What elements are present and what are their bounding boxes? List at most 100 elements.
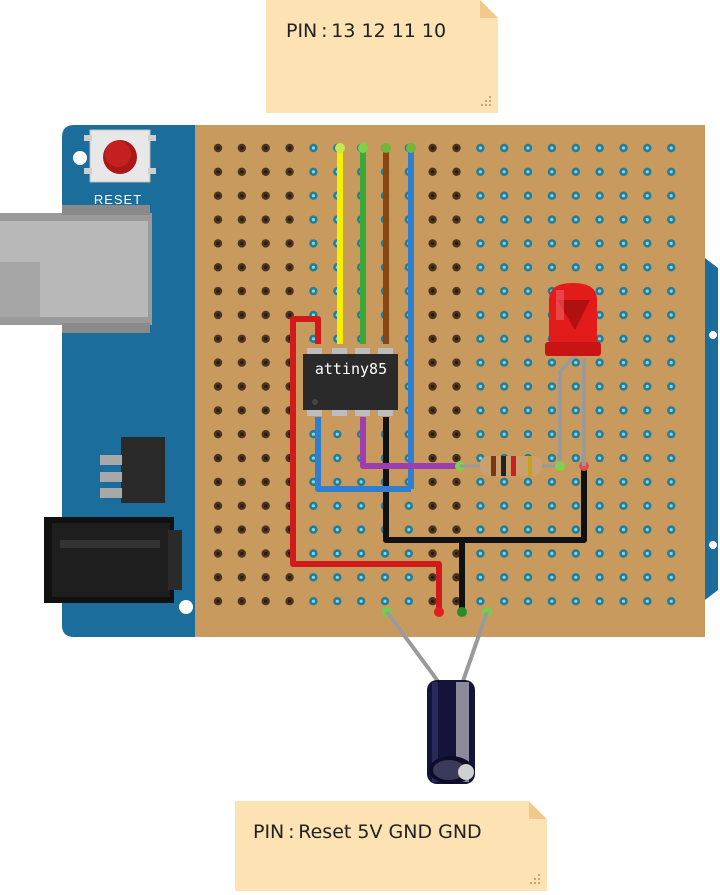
perfboard-hole-center — [216, 218, 220, 222]
perfboard-hole-center — [264, 551, 268, 556]
mounting-hole — [709, 331, 717, 339]
perfboard-hole-center — [502, 146, 506, 150]
perfboard-hole-center — [598, 194, 602, 198]
perfboard-hole-center — [240, 170, 244, 174]
perfboard-hole-center — [216, 361, 220, 365]
mounting-hole — [179, 600, 193, 614]
perfboard-hole-center — [550, 504, 554, 508]
perfboard-hole-center — [288, 146, 292, 150]
perfboard-hole-center — [621, 265, 626, 269]
perfboard-hole-center — [478, 313, 482, 317]
perfboard-hole-center — [288, 599, 292, 603]
perfboard-hole-center — [598, 289, 602, 293]
perfboard-hole-center — [598, 480, 602, 484]
perfboard-hole-center — [669, 432, 673, 436]
perfboard-hole-center — [240, 146, 244, 150]
perfboard-hole-center — [454, 361, 459, 365]
perfboard-hole-center — [240, 384, 244, 389]
perfboard-hole-center — [311, 551, 315, 556]
perfboard-hole-center — [502, 528, 506, 532]
perfboard-hole-center — [645, 504, 649, 508]
perfboard-hole-center — [216, 384, 220, 389]
perfboard-hole-center — [550, 361, 554, 365]
perfboard-hole-center — [216, 528, 220, 532]
perfboard-hole-center — [550, 170, 554, 174]
perfboard-hole-center — [311, 170, 315, 174]
perfboard-hole-center — [526, 265, 530, 269]
perfboard-hole-center — [311, 337, 315, 341]
perfboard-hole-center — [598, 432, 602, 436]
red-wire — [290, 316, 442, 612]
perfboard-hole-center — [574, 194, 578, 198]
dc-power-jack — [44, 517, 182, 603]
perfboard-hole-center — [502, 289, 506, 293]
perfboard-hole-center — [264, 575, 268, 579]
reset-button[interactable] — [84, 129, 156, 183]
perfboard-hole-center — [335, 480, 339, 484]
perfboard-hole-center — [431, 432, 435, 436]
perfboard-hole-center — [550, 241, 554, 245]
perfboard-hole-center — [311, 456, 315, 460]
perfboard-hole-center — [621, 528, 626, 532]
perfboard-hole-center — [574, 146, 578, 150]
perfboard-hole-center — [431, 528, 435, 532]
perfboard-hole-center — [264, 170, 268, 174]
perfboard-hole-center — [645, 551, 649, 556]
perfboard-hole-center — [669, 408, 673, 412]
perfboard-hole-center — [502, 218, 506, 222]
perfboard-hole-center — [454, 337, 459, 341]
perfboard-hole-center — [264, 432, 268, 436]
perfboard-hole-center — [526, 504, 530, 508]
perfboard-hole-center — [669, 241, 673, 245]
perfboard-hole-center — [669, 289, 673, 293]
voltage-regulator — [100, 437, 165, 503]
perfboard-hole-center — [383, 575, 387, 579]
electrolytic-capacitor — [385, 610, 489, 784]
perfboard-hole-center — [621, 551, 626, 556]
perfboard-hole-center — [669, 337, 673, 341]
perfboard-hole-center — [478, 241, 482, 245]
perfboard-hole-center — [454, 528, 459, 532]
perfboard-hole-center — [311, 480, 315, 484]
perfboard-hole-center — [431, 194, 435, 198]
perfboard-hole-center — [574, 432, 578, 436]
perfboard-hole-center — [478, 170, 482, 174]
perfboard-hole-center — [645, 146, 649, 150]
perfboard-hole-center — [311, 241, 315, 245]
perfboard-hole-center — [216, 432, 220, 436]
perfboard-hole-center — [240, 313, 244, 317]
perfboard-hole-center — [598, 456, 602, 460]
reset-label: RESET — [94, 192, 142, 207]
perfboard-hole-center — [431, 241, 435, 245]
perfboard-hole-center — [359, 551, 363, 556]
perfboard-hole-center — [240, 265, 244, 269]
perfboard-hole-center — [598, 146, 602, 150]
perfboard-hole-center — [454, 480, 459, 484]
perfboard-hole-center — [216, 551, 220, 556]
perfboard-hole-center — [621, 218, 626, 222]
perfboard-hole-center — [431, 551, 435, 556]
perfboard-hole-center — [407, 551, 411, 556]
perfboard-hole-center — [645, 265, 649, 269]
perfboard-hole-center — [574, 218, 578, 222]
perfboard-hole-center — [550, 194, 554, 198]
perfboard-hole-center — [526, 408, 530, 412]
perfboard-hole-center — [454, 408, 459, 412]
perfboard-hole-center — [264, 289, 268, 293]
perfboard-hole-center — [645, 432, 649, 436]
perfboard-hole-center — [621, 337, 626, 341]
perfboard-hole-center — [598, 408, 602, 412]
perfboard-hole-center — [621, 361, 626, 365]
perfboard-hole-center — [502, 313, 506, 317]
perfboard-hole-center — [478, 337, 482, 341]
perfboard-hole-center — [574, 241, 578, 245]
perfboard-hole-center — [431, 575, 435, 579]
perfboard-hole-center — [311, 194, 315, 198]
blue-wire-lower — [315, 417, 411, 492]
perfboard-hole-center — [240, 504, 244, 508]
led — [545, 283, 601, 471]
perfboard-hole-center — [526, 361, 530, 365]
perfboard-hole-center — [431, 337, 435, 341]
perfboard-hole-center — [240, 241, 244, 245]
perfboard-hole-center — [335, 432, 339, 436]
